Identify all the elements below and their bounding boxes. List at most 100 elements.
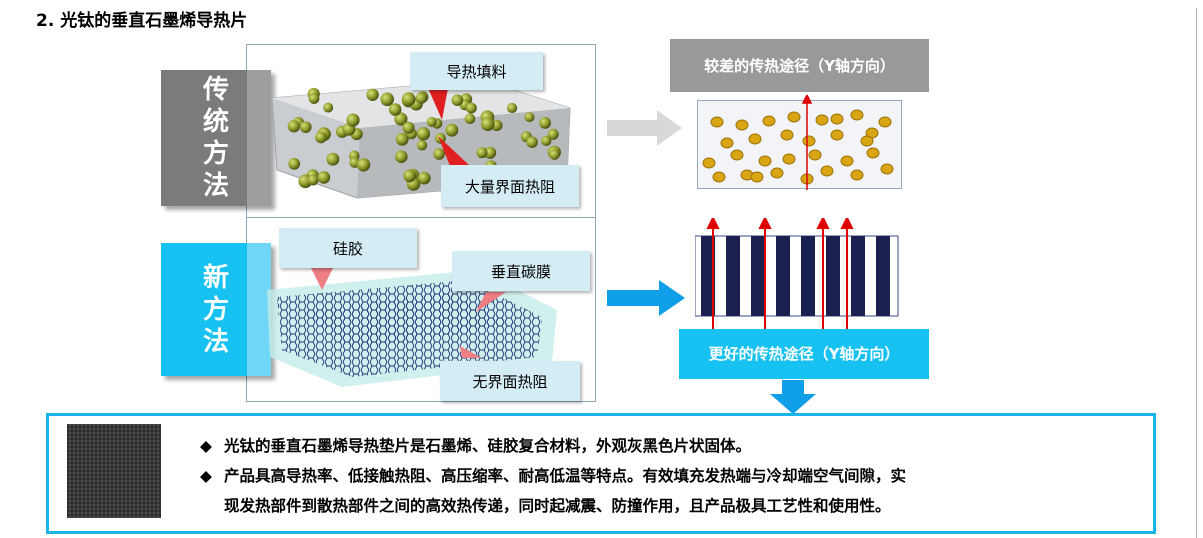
description-panel bbox=[46, 413, 1156, 534]
filler-particle bbox=[526, 136, 538, 148]
filler-particle bbox=[712, 171, 726, 183]
filler-particle bbox=[417, 171, 431, 185]
carbon-film-layer bbox=[776, 236, 790, 316]
filler-particle bbox=[750, 171, 764, 183]
description-bullet-continued: 现发热部件到散热部件之间的高效热传递，同时起减震、防撞作用，且产品极具工艺性和使… bbox=[200, 491, 1130, 521]
filler-particle bbox=[484, 146, 497, 159]
filler-particle bbox=[507, 102, 518, 114]
filler-particle bbox=[388, 103, 402, 116]
filler-particle bbox=[464, 113, 476, 124]
new-method-label: 新 方 法 bbox=[161, 243, 271, 376]
filler-particle bbox=[830, 129, 844, 141]
filler-particle bbox=[356, 158, 371, 172]
filler-particle bbox=[287, 120, 301, 133]
filler-particle bbox=[307, 174, 319, 186]
traditional-method-label: 传 统 方 法 bbox=[161, 70, 271, 206]
diamond-bullet-icon: ◆ bbox=[200, 437, 212, 455]
better-path-label: 更好的传热途径（Y轴方向） bbox=[679, 329, 929, 379]
filler-particle bbox=[416, 140, 428, 151]
new-label-char: 方 bbox=[202, 294, 229, 325]
heat-flow-arrowhead bbox=[840, 218, 854, 229]
description-bullet: ◆光钛的垂直石墨烯导热垫片是石墨烯、硅胶复合材料，外观灰黑色片状固体。 bbox=[200, 431, 1130, 461]
down-arrow-icon bbox=[770, 380, 816, 414]
poor-path-label: 较差的传热途径（Y轴方向） bbox=[670, 39, 929, 92]
carbon-film-layer bbox=[876, 236, 890, 316]
poor-path-particles bbox=[702, 95, 894, 190]
filler-particle bbox=[770, 167, 784, 179]
filler-particle bbox=[445, 123, 459, 137]
no-interface-resistance-callout: 无界面热阻 bbox=[440, 361, 580, 401]
filler-particle bbox=[317, 171, 331, 184]
filler-particle bbox=[426, 116, 437, 127]
filler-particle bbox=[878, 116, 892, 128]
filler-particle bbox=[758, 155, 772, 167]
page-title: 2. 光钛的垂直石墨烯导热片 bbox=[36, 11, 248, 31]
carbon-film-layer bbox=[826, 236, 840, 316]
filler-particle bbox=[820, 165, 834, 177]
filler-particle bbox=[480, 117, 495, 131]
filler-particle bbox=[787, 111, 801, 123]
carbon-film-layer bbox=[851, 236, 865, 316]
filler-particle bbox=[366, 88, 379, 101]
heat-flow-arrowhead bbox=[758, 218, 772, 229]
filler-particle bbox=[402, 121, 415, 134]
blue-arrow-icon bbox=[607, 280, 685, 316]
filler-particle bbox=[547, 128, 559, 140]
product-sample-image bbox=[63, 422, 163, 520]
filler-particle bbox=[850, 109, 864, 121]
new-label-char: 法 bbox=[202, 326, 229, 357]
heat-flow-arrowhead bbox=[816, 218, 830, 229]
filler-particle bbox=[323, 102, 334, 113]
filler-particle bbox=[451, 94, 464, 106]
filler-particle bbox=[782, 153, 796, 165]
description-list: ◆光钛的垂直石墨烯导热垫片是石墨烯、硅胶复合材料，外观灰黑色片状固体。 ◆ 产品具… bbox=[200, 431, 1130, 521]
filler-particle bbox=[830, 113, 844, 125]
vertical-carbon-film-callout: 垂直碳膜 bbox=[452, 251, 590, 291]
filler-particle bbox=[524, 112, 535, 123]
divider bbox=[1196, 8, 1197, 538]
filler-particle bbox=[401, 92, 416, 107]
filler-particle bbox=[866, 147, 880, 159]
filler-particle bbox=[815, 114, 829, 126]
filler-particle bbox=[433, 148, 445, 160]
filler-particle bbox=[710, 116, 724, 128]
better-path-diagram bbox=[695, 218, 899, 330]
filler-particle bbox=[780, 129, 794, 141]
filler-particle bbox=[299, 121, 312, 133]
filler-particle bbox=[730, 149, 744, 161]
filler-particle bbox=[802, 135, 816, 147]
filler-particle bbox=[315, 131, 327, 144]
filler-particle bbox=[395, 132, 409, 146]
description-bullet: ◆ 产品具高导热率、低接触热阻、高压缩率、耐高低温等特点。有效填充发热端与冷却端空… bbox=[200, 461, 1130, 491]
filler-particle bbox=[380, 92, 394, 107]
filler-particle bbox=[720, 137, 734, 149]
filler-particle bbox=[748, 133, 762, 145]
carbon-film-layer bbox=[701, 236, 715, 316]
filler-particle bbox=[549, 149, 560, 160]
gray-arrow-icon bbox=[607, 110, 682, 146]
diamond-bullet-icon: ◆ bbox=[200, 467, 212, 485]
filler-particle bbox=[840, 155, 854, 167]
new-label-char: 新 bbox=[202, 262, 229, 293]
filler-particle bbox=[850, 169, 864, 181]
carbon-film-layer bbox=[751, 236, 765, 316]
callout-pointer bbox=[428, 88, 470, 166]
filler-particle bbox=[415, 92, 428, 104]
filler-particle bbox=[403, 169, 417, 183]
traditional-label-char: 统 bbox=[202, 107, 229, 137]
traditional-label-char: 法 bbox=[202, 171, 229, 201]
description-text: 现发热部件到散热部件之间的高效热传递，同时起减震、防撞作用，且产品极具工艺性和使… bbox=[224, 497, 891, 515]
filler-particle bbox=[326, 152, 340, 166]
filler-particle bbox=[808, 149, 822, 161]
filler-particle bbox=[308, 93, 320, 104]
description-text: 产品具高导热率、低接触热阻、高压缩率、耐高低温等特点。有效填充发热端与冷却端空气… bbox=[224, 467, 907, 485]
filler-particle bbox=[476, 147, 488, 159]
filler-particle bbox=[880, 163, 894, 175]
heat-flow-arrowhead bbox=[706, 218, 720, 229]
filler-particle bbox=[416, 127, 431, 141]
filler-particle bbox=[735, 119, 749, 131]
silica-gel-callout: 硅胶 bbox=[279, 228, 417, 268]
filler-particle bbox=[541, 135, 552, 146]
interface-resistance-callout: 大量界面热阻 bbox=[441, 165, 579, 207]
filler-particle bbox=[539, 117, 551, 129]
